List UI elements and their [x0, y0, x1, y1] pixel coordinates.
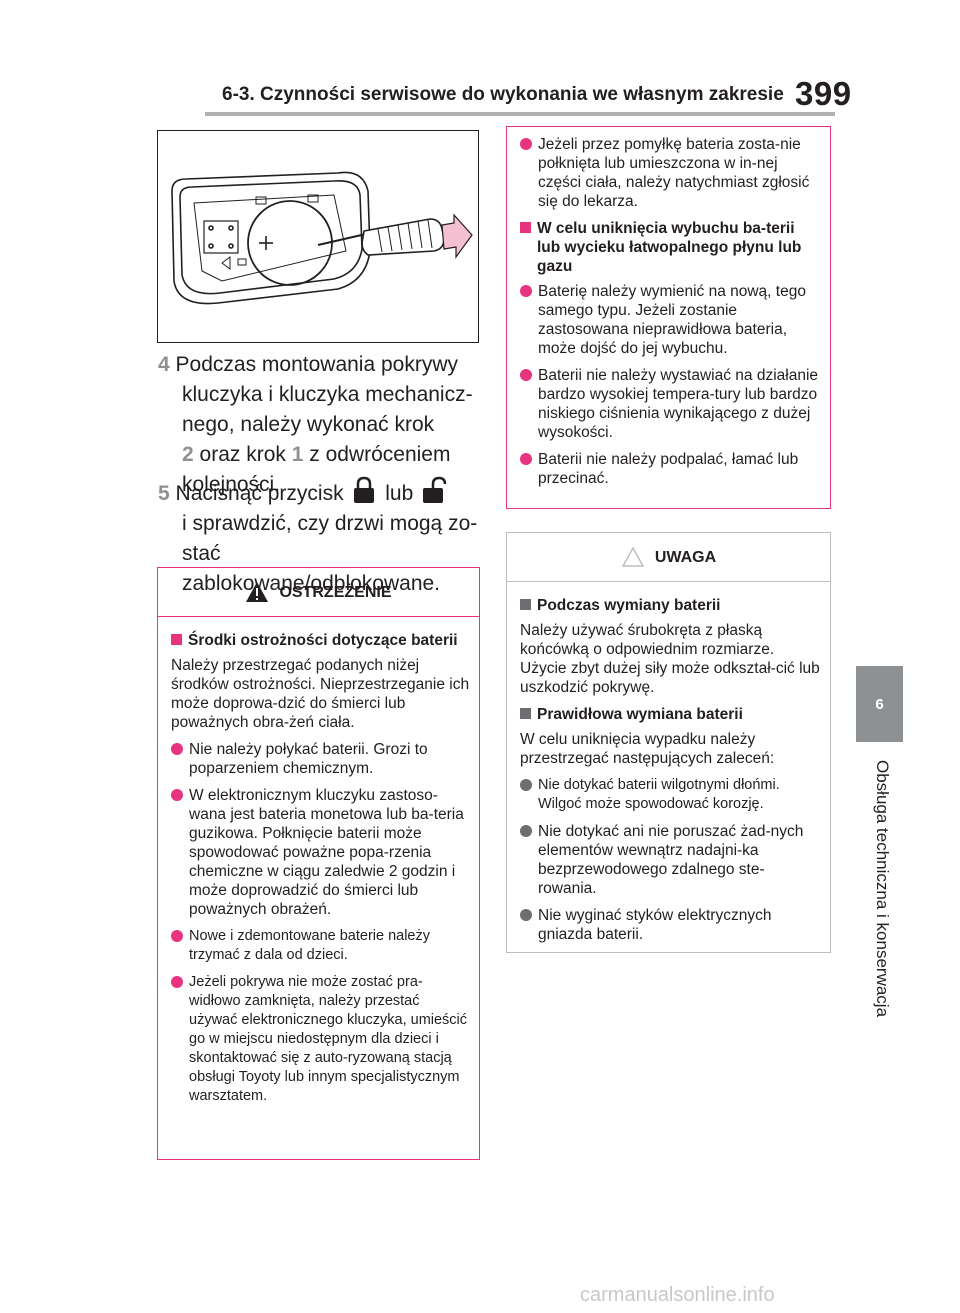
section-title: 6-3. Czynności serwisowe do wykonania we…: [222, 84, 784, 105]
bullet-dot-icon: [520, 825, 532, 837]
notice-section-heading: Prawidłowa wymiana baterii: [520, 705, 822, 724]
square-bullet-icon: [520, 599, 531, 610]
caution-triangle-icon: [621, 546, 645, 567]
chapter-tab[interactable]: 6: [856, 666, 903, 742]
warning-header: OSTRZEŻENIE: [158, 568, 479, 617]
step-number: 4: [158, 353, 170, 376]
warning-bullet: Jeżeli pokrywa nie może zostać pra-widło…: [171, 973, 471, 1106]
step-text: kluczyka i kluczyka mechanicz-: [182, 383, 473, 406]
bullet-dot-icon: [520, 369, 532, 381]
step-text: Podczas montowania pokrywy: [175, 353, 458, 376]
unlock-icon: [423, 476, 447, 503]
notice-box: UWAGA Podczas wymiany baterii Należy uży…: [506, 532, 831, 953]
bullet-dot-icon: [171, 789, 183, 801]
warning-bullet: Nie należy połykać baterii. Grozi to pop…: [171, 740, 471, 778]
notice-text: Należy używać śrubokręta z płaską końców…: [520, 622, 820, 696]
warning-box: OSTRZEŻENIE Środki ostrożności dotyczące…: [157, 567, 480, 1160]
bullet-text: Jeżeli przez pomyłkę bateria zosta-nie p…: [538, 136, 810, 210]
bullet-text: W elektronicznym kluczyku zastoso-wana j…: [189, 787, 464, 918]
bullet-dot-icon: [520, 453, 532, 465]
step-text: kolejności.: [182, 473, 281, 496]
notice-bullet: Nie dotykać baterii wilgotnymi dłońmi. W…: [520, 776, 822, 814]
notice-bullet: Nie wyginać styków elektrycznych gniazda…: [520, 906, 822, 944]
warning-bullet: Baterii nie należy wystawiać na działani…: [520, 366, 822, 442]
bullet-text: Nie dotykać baterii wilgotnymi dłońmi. W…: [538, 777, 780, 812]
warning-intro: Należy przestrzegać podanych niżej środk…: [171, 657, 470, 731]
warning-bullet: W elektronicznym kluczyku zastoso-wana j…: [171, 786, 471, 919]
bullet-dot-icon: [171, 976, 183, 988]
step-ref: 2: [182, 443, 194, 466]
warning-triangle-icon: [246, 582, 269, 602]
bullet-text: Baterii nie należy wystawiać na działani…: [538, 367, 819, 441]
warning-section-heading: W celu uniknięcia wybuchu ba-terii lub w…: [520, 219, 822, 276]
watermark[interactable]: carmanualsonline.info: [580, 1284, 775, 1306]
step-text: lub: [385, 482, 414, 505]
notice-title: UWAGA: [654, 548, 717, 566]
bullet-text: Nie należy połykać baterii. Grozi to pop…: [189, 741, 428, 777]
bullet-text: Baterię należy wymienić na nową, tego sa…: [538, 283, 806, 357]
bullet-text: Nie wyginać styków elektrycznych gniazda…: [538, 907, 772, 943]
step-text: stać zablokowane/odblokowane.: [182, 542, 441, 595]
bullet-text: Nie dotykać ani nie poruszać żad-nych el…: [538, 823, 804, 897]
notice-header: UWAGA: [507, 533, 830, 582]
bullet-dot-icon: [520, 285, 532, 297]
chapter-number: 6: [875, 695, 884, 713]
chapter-title: Obsługa techniczna i konserwacja: [873, 760, 892, 1018]
step-text: i sprawdzić, czy drzwi mogą zo-: [182, 512, 478, 535]
notice-bullet: Nie dotykać ani nie poruszać żad-nych el…: [520, 822, 822, 898]
bullet-dot-icon: [171, 743, 183, 755]
warning-title: OSTRZEŻENIE: [279, 583, 392, 601]
warning-section-heading: Środki ostrożności dotyczące baterii: [171, 631, 471, 650]
warning-bullet: Baterię należy wymienić na nową, tego sa…: [520, 282, 822, 358]
step-number: 5: [158, 482, 170, 505]
page-number: 399: [795, 75, 852, 112]
warning-bullet: Baterii nie należy podpalać, łamać lub p…: [520, 450, 822, 488]
bullet-dot-icon: [520, 909, 532, 921]
key-fob-screwdriver-drawing: [171, 171, 473, 305]
step-text: z odwróceniem: [303, 443, 451, 466]
square-bullet-icon: [520, 222, 531, 233]
warning-box-continued: Jeżeli przez pomyłkę bateria zosta-nie p…: [506, 126, 831, 509]
key-battery-illustration: [157, 130, 479, 343]
bullet-dot-icon: [520, 779, 532, 791]
notice-text: W celu uniknięcia wypadku należy przestr…: [520, 731, 775, 767]
heading-text: W celu uniknięcia wybuchu ba-terii lub w…: [537, 220, 802, 275]
step-ref: 1: [291, 443, 304, 466]
notice-section-heading: Podczas wymiany baterii: [520, 596, 822, 615]
square-bullet-icon: [520, 708, 531, 719]
bullet-text: Jeżeli pokrywa nie może zostać pra-widło…: [189, 974, 468, 1104]
bullet-dot-icon: [171, 930, 183, 942]
heading-text: Prawidłowa wymiana baterii: [537, 706, 743, 723]
heading-text: Podczas wymiany baterii: [537, 597, 721, 614]
step-text: nego, należy wykonać krok: [182, 413, 435, 436]
bullet-text: Nowe i zdemontowane baterie należy trzym…: [189, 928, 430, 963]
bullet-text: Baterii nie należy podpalać, łamać lub p…: [538, 451, 799, 487]
lock-icon: [354, 476, 375, 503]
header-rule: [205, 112, 835, 116]
bullet-dot-icon: [520, 138, 532, 150]
step-5: 5 Nacisnąć przycisk lub i sprawdzić, czy…: [158, 476, 483, 599]
warning-bullet: Jeżeli przez pomyłkę bateria zosta-nie p…: [520, 135, 822, 211]
square-bullet-icon: [171, 634, 182, 645]
step-4: 4 Podczas montowania pokrywy kluczyka i …: [158, 350, 483, 500]
step-text: oraz krok: [193, 443, 292, 466]
warning-bullet: Nowe i zdemontowane baterie należy trzym…: [171, 927, 471, 965]
step-text: Nacisnąć przycisk: [175, 482, 344, 505]
heading-text: Środki ostrożności dotyczące baterii: [188, 632, 458, 649]
